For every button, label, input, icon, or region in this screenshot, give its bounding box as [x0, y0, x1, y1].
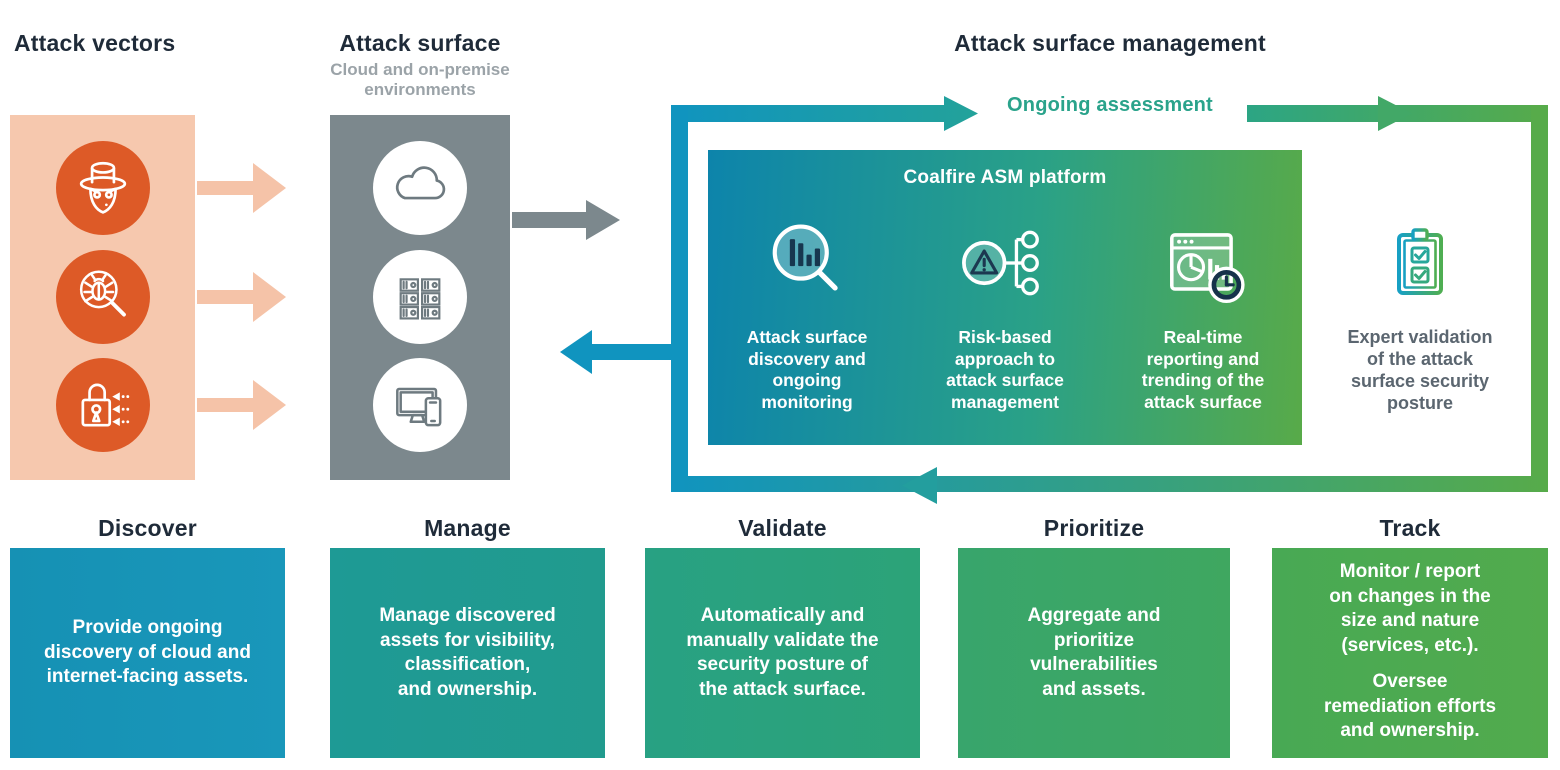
phase-box-track: Monitor / report on changes in the size … [1272, 548, 1548, 758]
surface-to-management-arrow [512, 200, 620, 240]
loop-left-bar [671, 105, 688, 492]
clipboard-checks-icon [1397, 228, 1443, 295]
cloud-icon [395, 166, 446, 200]
platform-item-reporting: Real-time reporting and trending of the … [1104, 211, 1302, 413]
loop-top-left-arrow [672, 96, 978, 131]
vector-hacker-circle [55, 141, 150, 235]
phase-title-track: Track [1379, 515, 1441, 541]
coalfire-platform-box: Coalfire ASM platform Attack surface dis… [708, 150, 1302, 445]
phase-box-manage: Manage discovered assets for visibility,… [330, 548, 605, 758]
lock-breach-icon [80, 383, 129, 427]
phase-box-validate: Automatically and manually validate the … [645, 548, 920, 758]
attack-surface-box [330, 115, 510, 480]
loop-bottom-bar [671, 476, 1548, 492]
phase-text: Manage discovered assets for visibility,… [379, 605, 556, 700]
platform-item-label: Attack surface discovery and ongoing mon… [746, 327, 868, 412]
platform-title: Coalfire ASM platform [903, 167, 1107, 188]
attack-arrow-1 [197, 163, 286, 213]
phase-text: Monitor / report on changes in the size … [1329, 561, 1491, 656]
attack-surface-subtitle: Cloud and on-premise environments [330, 60, 510, 99]
attack-surface-title: Attack surface [339, 30, 501, 56]
expert-validation-block: Expert validation of the attack surface … [1320, 210, 1520, 414]
surface-devices-circle [373, 358, 467, 452]
phase-text: Automatically and manually validate the … [686, 605, 879, 700]
devices-icon [396, 387, 442, 427]
loop-return-arrow [560, 330, 680, 374]
phase-box-prioritize: Aggregate and prioritize vulnerabilities… [958, 548, 1230, 758]
servers-icon [399, 277, 441, 320]
phase-title-discover: Discover [98, 515, 197, 541]
reporting-clock-icon [1170, 233, 1245, 304]
loop-right-bar [1531, 105, 1548, 492]
phase-box-discover: Provide ongoing discovery of cloud and i… [10, 548, 285, 758]
management-title: Attack surface management [954, 30, 1266, 56]
vector-bug-circle [55, 249, 150, 344]
risk-tree-icon [962, 230, 1039, 296]
loop-bottom-arrowhead [902, 467, 937, 504]
attack-arrow-2 [197, 272, 286, 322]
phase-title-validate: Validate [738, 515, 827, 541]
bug-scan-icon [79, 270, 126, 317]
surface-servers-circle [373, 249, 467, 344]
platform-item-discovery: Attack surface discovery and ongoing mon… [708, 211, 906, 413]
ongoing-assessment-label: Ongoing assessment [1007, 94, 1213, 116]
surface-cloud-circle [373, 141, 467, 235]
attack-vectors-box [10, 115, 195, 480]
phase-text: Aggregate and prioritize vulnerabilities… [1027, 605, 1161, 700]
hacker-icon [79, 161, 126, 214]
platform-item-risk: Risk-based approach to attack surface ma… [906, 211, 1104, 413]
vector-lock-circle [55, 358, 150, 452]
platform-item-label: Real-time reporting and trending of the … [1141, 327, 1265, 412]
loop-top-right-arrowhead [1378, 96, 1412, 131]
expert-validation-label: Expert validation of the attack surface … [1347, 327, 1493, 413]
phase-title-manage: Manage [424, 515, 511, 541]
loop-top-right-bar [1247, 105, 1548, 122]
platform-items: Attack surface discovery and ongoing mon… [708, 211, 1302, 413]
phase-title-prioritize: Prioritize [1043, 515, 1145, 541]
phase-text: Provide ongoing discovery of cloud and i… [44, 617, 251, 688]
discovery-magnifier-icon [772, 224, 838, 291]
platform-item-label: Risk-based approach to attack surface ma… [946, 327, 1064, 412]
phase-text: Oversee remediation efforts and ownershi… [1323, 671, 1497, 741]
attack-arrow-3 [197, 380, 286, 430]
attack-vectors-title: Attack vectors [14, 30, 176, 56]
